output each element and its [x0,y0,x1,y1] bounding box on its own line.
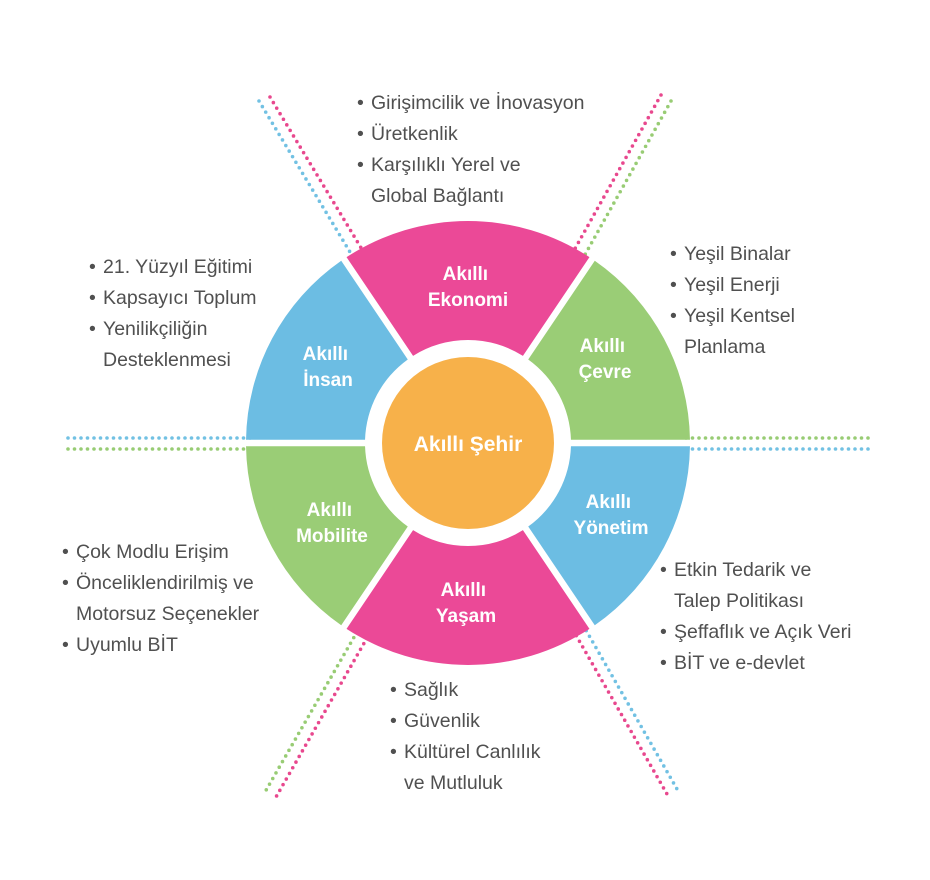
bullet-list-mobilite: Çok Modlu Erişim Önceliklendirilmiş ve M… [62,537,259,661]
segment-yonetim [528,446,690,626]
dotted-ray-lower-right-pink [571,628,669,796]
bullet-item: Uyumlu BİT [62,630,259,661]
bullet-item: Yeşil Binalar [670,239,795,270]
segment-label-mobilite: Akıllı Mobilite [296,500,368,547]
bullet-item: Sağlık [390,675,541,706]
dotted-ray-upper-left-pink [268,95,368,258]
segment-label-yasam: Akıllı Yaşam [436,580,496,627]
bullet-list-yonetim: Etkin Tedarik ve Talep Politikası Şeffaf… [660,555,851,679]
segment-yasam [346,530,590,666]
bullet-item: Önceliklendirilmiş ve Motorsuz Seçenekle… [62,568,259,630]
wheel-center: Akıllı Şehir [382,357,554,529]
dotted-rays [66,93,872,799]
segment-label-insan: Akıllı İnsan [303,344,354,391]
segment-label-yonetim: Akıllı Yönetim [574,492,649,539]
segment-labels: Akıllı Ekonomi Akıllı Çevre Akıllı Yönet… [296,264,648,627]
segment-ekonomi [346,221,590,356]
dotted-ray-upper-right-green [580,99,673,262]
dotted-ray-upper-right-pink [570,93,663,256]
dotted-ray-lower-left-green [263,630,359,794]
center-label: Akıllı Şehir [414,433,523,456]
bullet-item: Yenilikçiliğin Desteklenmesi [89,314,257,376]
segment-insan [246,260,408,440]
bullet-item: Şeffaflık ve Açık Veri [660,617,851,648]
wheel-segments [246,221,690,666]
bullet-item: Girişimcilik ve İnovasyon [357,88,584,119]
dotted-ray-upper-left-blue [257,99,358,264]
bullet-item: Kültürel Canlılık ve Mutluluk [390,737,541,799]
bullet-item: Yeşil Enerji [670,270,795,301]
segment-mobilite [246,446,408,626]
bullet-item: Karşılıklı Yerel ve Global Bağlantı [357,150,584,212]
bullet-list-ekonomi: Girişimcilik ve İnovasyon Üretkenlik Kar… [357,88,584,212]
segment-label-ekonomi: Akıllı Ekonomi [428,264,508,311]
bullet-item: Kapsayıcı Toplum [89,283,257,314]
segment-label-cevre: Akıllı Çevre [579,336,632,383]
bullet-list-yasam: Sağlık Güvenlik Kültürel Canlılık ve Mut… [390,675,541,799]
bullet-item: Yeşil Kentsel Planlama [670,301,795,363]
bullet-item: Etkin Tedarik ve Talep Politikası [660,555,851,617]
center-circle [382,357,554,529]
dotted-ray-lower-right-blue [581,623,679,791]
bullet-item: 21. Yüzyıl Eğitimi [89,252,257,283]
bullet-item: Çok Modlu Erişim [62,537,259,568]
bullet-list-cevre: Yeşil Binalar Yeşil Enerji Yeşil Kentsel… [670,239,795,363]
bullet-item: BİT ve e-devlet [660,648,851,679]
bullet-item: Üretkenlik [357,119,584,150]
bullet-list-insan: 21. Yüzyıl Eğitimi Kapsayıcı Toplum Yeni… [89,252,257,376]
segment-cevre [528,260,690,440]
bullet-item: Güvenlik [390,706,541,737]
dotted-ray-lower-left-pink [274,636,369,799]
